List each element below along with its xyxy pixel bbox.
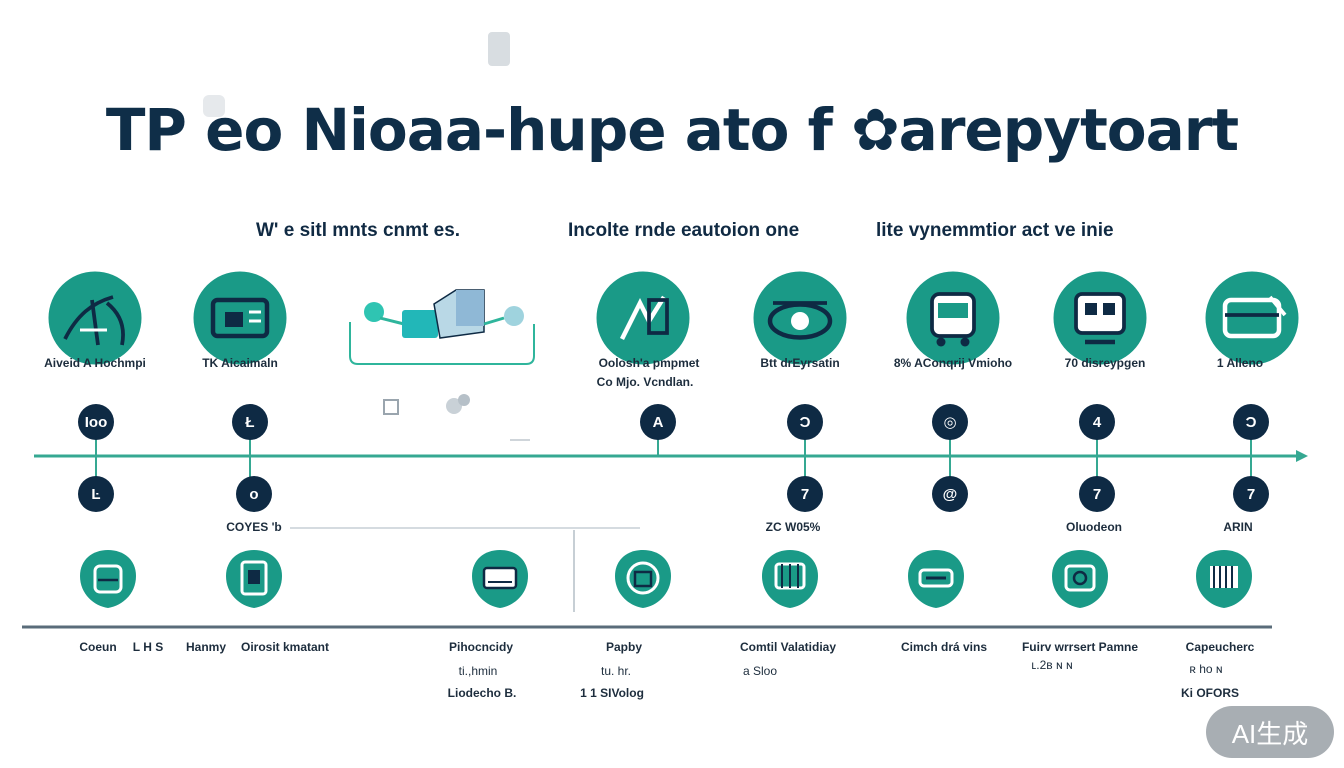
subtitle-1: W' e sitl mnts cnmt es.: [256, 220, 461, 241]
teal-machine-icon: [1053, 271, 1147, 365]
top-label: Co Mjo. Vcndlan.: [596, 375, 694, 389]
storage-icon: [908, 550, 964, 608]
bottom-label: Pihocncidy: [448, 640, 514, 654]
timeline-node: 7: [1233, 476, 1269, 512]
connector-gadget-icon: [349, 289, 535, 365]
timeline-node: A: [640, 404, 676, 440]
ghost-mark: [488, 32, 510, 66]
cup-icon: [80, 550, 136, 608]
bottom-label: 1 1 SIVolog: [580, 686, 644, 700]
bottom-label: ʀ ho ɴ: [1189, 662, 1223, 676]
printer-icon: [472, 550, 528, 608]
teal-device-icon: [193, 271, 287, 365]
timeline-node: 7: [1079, 476, 1115, 512]
bottom-label: Hanmy: [185, 640, 227, 654]
top-label: TK Aicaimaln: [202, 356, 278, 370]
timeline-node: @: [932, 476, 968, 512]
top-label: Aiveid A Hochmpi: [44, 356, 146, 370]
timeline-node: o: [236, 476, 272, 512]
top-label: 70 disreypgen: [1064, 356, 1146, 370]
bottom-label: Oirosit kmatant: [240, 640, 330, 654]
timeline-node: Ɔ: [787, 404, 823, 440]
top-label: 1 Alleno: [1216, 356, 1264, 370]
timeline-node: Ͻ: [1233, 404, 1269, 440]
camera-icon: [1052, 550, 1108, 608]
teal-tools-icon: [596, 271, 690, 365]
top-label: Btt drEyrsatin: [760, 356, 840, 370]
timeline-node: 4: [1079, 404, 1115, 440]
subtitle-2: Incolte rnde eautoion one: [568, 220, 800, 241]
teal-bus-icon: [906, 271, 1000, 365]
bottom-label: Fuirv wrrsert Pamne: [1021, 640, 1139, 654]
document-icon: [226, 550, 282, 608]
page-title: TP eo Nioaa-hupe ato f ✿arepytoart: [105, 96, 1239, 164]
ai-generated-badge: AI生成: [1206, 706, 1334, 758]
timeline-node: 7: [787, 476, 823, 512]
subtitle-3: lite vynemmtior act ve inie: [876, 220, 1114, 241]
vehicle-icon: [762, 550, 818, 608]
bottom-label: Cimch drá vins: [900, 640, 988, 654]
bottom-label: Comtil Valatidiay: [739, 640, 837, 654]
bottom-label: L H S: [132, 640, 164, 654]
bottom-label: tu. hr.: [600, 664, 632, 678]
node-caption: Oluodeon: [1066, 520, 1122, 534]
timeline-node: Ŀ: [78, 476, 114, 512]
node-caption: ARIN: [1223, 520, 1253, 534]
node-caption: ZC W05%: [765, 520, 821, 534]
ghost-mark: [203, 95, 225, 117]
bottom-label: ʟ.2ʙ ɴ ɴ: [1031, 658, 1073, 672]
timeline-node: Ł: [232, 404, 268, 440]
top-label: Oolosh'a pmpmet: [598, 356, 700, 370]
bottom-label: Liodecho B.: [447, 686, 517, 700]
bottom-label: ti.,hmin: [458, 664, 498, 678]
teal-eye-icon: [753, 271, 847, 365]
ghost-mark: [383, 394, 470, 415]
teal-pin-icon: [48, 271, 142, 365]
timeline-node: Ioo: [78, 404, 114, 440]
bottom-label: Coeun: [79, 640, 117, 654]
bag-icon: [615, 550, 671, 608]
bottom-label: Papby: [605, 640, 643, 654]
bottom-label: a Sloo: [742, 664, 778, 678]
node-caption: COYES 'b: [226, 520, 282, 534]
package-icon: [1196, 550, 1252, 608]
bottom-label: Ki OFORS: [1180, 686, 1240, 700]
timeline-node: ◎: [932, 404, 968, 440]
top-label: 8% AConqrij Vmioho: [893, 356, 1013, 370]
teal-case-icon: [1205, 271, 1299, 365]
bottom-label: Capeucherc: [1185, 640, 1255, 654]
